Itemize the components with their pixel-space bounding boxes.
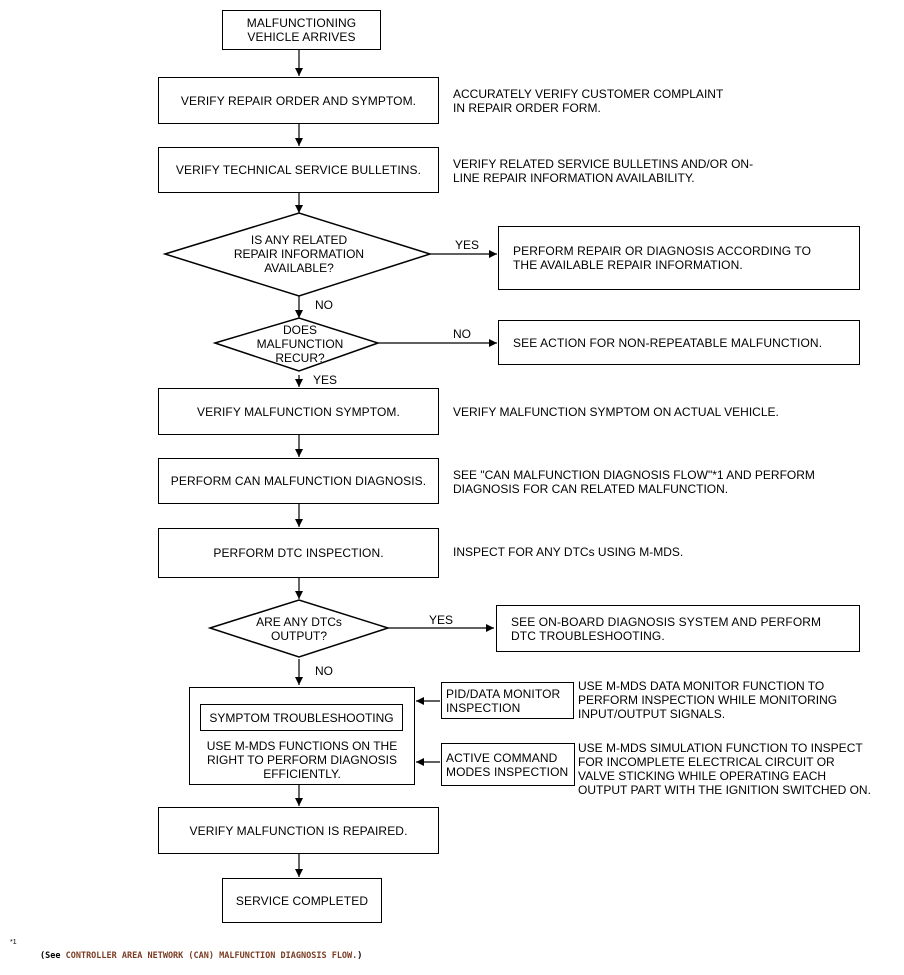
repair-info-outcome-box: PERFORM REPAIR OR DIAGNOSIS ACCORDING TO… xyxy=(498,226,860,290)
symptom-troubleshooting-description: USE M-MDS FUNCTIONS ON THE RIGHT TO PERF… xyxy=(206,739,398,781)
symptom-troubleshooting-title: SYMPTOM TROUBLESHOOTING xyxy=(200,704,403,731)
decision-repair-info-text: IS ANY RELATED REPAIR INFORMATION AVAILA… xyxy=(233,233,365,275)
dtc-inspection-box: PERFORM DTC INSPECTION. xyxy=(158,528,439,578)
note-pid: USE M-MDS DATA MONITOR FUNCTION TO PERFO… xyxy=(578,679,838,721)
symptom-troubleshooting-group xyxy=(189,687,415,785)
verify-tsb-box: VERIFY TECHNICAL SERVICE BULLETINS. xyxy=(158,147,439,193)
note-symptom: VERIFY MALFUNCTION SYMPTOM ON ACTUAL VEH… xyxy=(453,405,779,419)
decision-dtcs-text: ARE ANY DTCs OUTPUT? xyxy=(256,615,342,643)
verify-repair-order-box: VERIFY REPAIR ORDER AND SYMPTOM. xyxy=(158,77,439,124)
footnote-suffix: ) xyxy=(357,951,363,961)
decision-recur-text: DOES MALFUNCTION RECUR? xyxy=(256,323,344,365)
verify-symptom-box: VERIFY MALFUNCTION SYMPTOM. xyxy=(158,388,439,435)
note-dtc: INSPECT FOR ANY DTCs USING M-MDS. xyxy=(453,545,684,559)
note-tsb: VERIFY RELATED SERVICE BULLETINS AND/OR … xyxy=(453,157,754,185)
recur-outcome-box: SEE ACTION FOR NON-REPEATABLE MALFUNCTIO… xyxy=(498,320,860,365)
label-no-dtcs: NO xyxy=(315,664,333,678)
dtcs-outcome-box: SEE ON-BOARD DIAGNOSIS SYSTEM AND PERFOR… xyxy=(496,605,860,652)
pid-data-monitor-box: PID/DATA MONITOR INSPECTION xyxy=(441,682,574,719)
label-yes-dtcs: YES xyxy=(429,613,454,627)
can-diagnosis-box: PERFORM CAN MALFUNCTION DIAGNOSIS. xyxy=(158,458,439,504)
footnote-mark: *1 xyxy=(10,939,17,946)
active-command-box: ACTIVE COMMAND MODES INSPECTION xyxy=(441,743,575,786)
label-yes-repair-info: YES xyxy=(455,238,480,252)
label-no-repair-info: NO xyxy=(315,298,333,312)
label-yes-recur: YES xyxy=(313,373,338,387)
footnote: (See CONTROLLER AREA NETWORK (CAN) MALFU… xyxy=(40,951,362,961)
note-can: SEE "CAN MALFUNCTION DIAGNOSIS FLOW"*1 A… xyxy=(453,468,815,496)
note-repair-order: ACCURATELY VERIFY CUSTOMER COMPLAINT IN … xyxy=(453,87,724,115)
footnote-link[interactable]: CONTROLLER AREA NETWORK (CAN) MALFUNCTIO… xyxy=(65,951,358,961)
label-no-recur: NO xyxy=(453,327,471,341)
decision-shape-repair-info xyxy=(162,212,433,297)
decision-shape-recur xyxy=(212,317,381,372)
footnote-prefix: (See xyxy=(40,951,66,961)
service-completed-box: SERVICE COMPLETED xyxy=(222,878,382,923)
verify-repaired-box: VERIFY MALFUNCTION IS REPAIRED. xyxy=(158,807,439,854)
decision-shape-dtcs xyxy=(207,599,391,658)
note-active: USE M-MDS SIMULATION FUNCTION TO INSPECT… xyxy=(578,741,871,797)
start-box: MALFUNCTIONING VEHICLE ARRIVES xyxy=(222,10,381,50)
